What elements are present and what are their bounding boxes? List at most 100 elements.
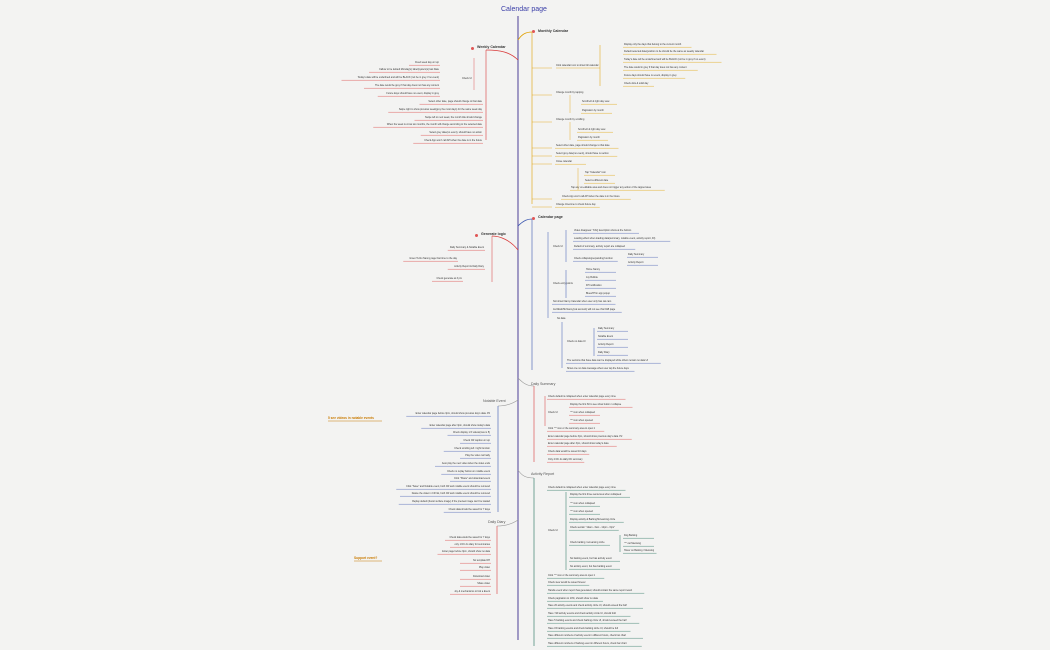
weekly-leaf: The date would be grey if that day doest… xyxy=(374,84,439,87)
activity-leaf: Check view would be saved forever xyxy=(548,581,586,584)
monthly-leaf: Change timezone to check future day xyxy=(556,203,596,206)
weekly-leaf: When the week is cross two months, the m… xyxy=(386,123,482,126)
calendar-check-entry: Check entry points xyxy=(553,282,573,285)
notable-leaf: Click "Save" and Notable event, both CR … xyxy=(406,485,490,488)
calendar-leaf: Show one no data message when user tap t… xyxy=(567,367,629,370)
activity-leaf: "^" icon when collapsed xyxy=(570,502,596,505)
branch-daily-summary[interactable]: Daily Summary xyxy=(531,382,556,386)
monthly-leaf: Tap any un-editable area and does not tr… xyxy=(571,186,651,189)
calendar-leaf: DH notification xyxy=(586,284,602,287)
summary-leaf: Enter calendar page before 3pm, should s… xyxy=(548,435,623,438)
diary-leaf: Check data would be saved for 7 days xyxy=(449,536,490,539)
weekly-check-ui: Check UI xyxy=(462,77,472,80)
calendar-leaf: Activity Report xyxy=(598,343,614,346)
activity-leaf: No activity event, but has barking event xyxy=(570,565,612,568)
activity-leaf: Have 5 barking events and check barking … xyxy=(548,619,627,622)
notable-leaf: Play the video normally xyxy=(465,454,490,457)
diary-leaf: Play video xyxy=(478,566,490,569)
monthly-leaf: Close calendar xyxy=(556,160,572,163)
summary-leaf: "^" icon when collapsed xyxy=(570,411,596,414)
activity-leaf: Have >99 activity events and check activ… xyxy=(548,612,616,615)
weekly-calendar-marker-icon xyxy=(471,47,474,50)
calendar-leaf: Video disappear: "FAQ description show a… xyxy=(574,229,632,232)
calendar-leaf: Notable Event xyxy=(598,335,614,338)
branch-notable-event[interactable]: Notable Event xyxy=(483,399,506,403)
monthly-leaf: Display only the days that belong to the… xyxy=(624,43,682,46)
summary-leaf: Check data would be saved 10 days xyxy=(548,450,587,453)
summary-leaf: "^" icon when opened xyxy=(570,419,593,422)
calendar-leaf: Daily Summary xyxy=(598,327,615,330)
activity-leaf: Check pagination to 10%, should show no … xyxy=(548,597,598,600)
monthly-change-month-scrolling: Change month by scrolling xyxy=(556,118,585,121)
branch-daily-diary[interactable]: Daily Diary xyxy=(488,520,506,524)
generate-leaf: Check generate at 3 pm xyxy=(436,277,462,280)
summary-leaf: Check default is collapsed when enter ca… xyxy=(548,395,616,398)
weekly-leaf: Future days should have no event, displa… xyxy=(386,92,439,95)
calendar-page-marker-icon xyxy=(532,217,535,220)
notable-leaf: Replay default (boost surface image) if … xyxy=(412,500,490,503)
activity-leaf: Have different numbers of activity event… xyxy=(548,634,627,637)
activity-leaf: Have different numbers of barking event … xyxy=(548,642,627,645)
daily-summary-check-ui: Check UI xyxy=(548,411,558,414)
calendar-check-ui: Check UI xyxy=(553,245,563,248)
activity-leaf: Dog Barking xyxy=(624,534,638,537)
monthly-calendar-marker-icon xyxy=(532,30,535,33)
monthly-leaf: The date would in grey if that day does … xyxy=(624,66,687,69)
calendar-leaf: Not show Nanny Calendar when user only h… xyxy=(553,300,612,303)
calendar-leaf: Joy Bubble xyxy=(586,276,598,279)
diary-leaf: only 1 DC do diary for summaries xyxy=(454,543,490,546)
diary-leaf: Enter page before 3pm, should show no da… xyxy=(442,550,490,553)
branch-generate-logic[interactable]: Generate logic xyxy=(481,232,506,236)
activity-leaf: Hover on Barking / Meowing xyxy=(624,549,655,552)
activity-leaf: Display activity & Barking/Screaming cir… xyxy=(570,518,616,521)
weekly-leaf: Today's date will be underlined and will… xyxy=(357,76,439,79)
monthly-leaf: Pagination by month xyxy=(582,109,604,112)
monthly-leaf: Scroll left & right day view xyxy=(578,128,606,131)
weekly-leaf: Select grey date(no event), should have … xyxy=(429,131,482,134)
calendar-leaf: Daily Diary xyxy=(598,351,610,354)
weekly-leaf: Swipe right to show previous week(grey t… xyxy=(398,108,482,111)
generate-leaf: Activity Report & Daily Diary xyxy=(454,265,484,268)
activity-leaf: Check barking / screaming circle xyxy=(570,541,605,544)
activity-leaf: Handle event when report has generated, … xyxy=(548,589,632,592)
branch-monthly-calendar[interactable]: Monthly Calendar xyxy=(538,29,569,33)
weekly-leaf: Fixed week day on top xyxy=(415,61,439,64)
diary-leaf: Share video xyxy=(477,582,490,585)
notable-leaf: Auto play the next video when the video … xyxy=(441,462,490,465)
calendar-leaf: Default of summary, activity report are … xyxy=(574,245,625,248)
activity-leaf: No barking event, but has activity event xyxy=(570,557,612,560)
activity-leaf: Check default is collapsed when enter ca… xyxy=(548,486,616,489)
calendar-leaf: Daily Summary xyxy=(628,253,645,256)
branch-activity-report[interactable]: Activity Report xyxy=(531,472,555,476)
monthly-leaf: Select other date, page should change to… xyxy=(556,144,610,147)
summary-leaf: Enter calendar page after 3pm, should sh… xyxy=(548,442,609,445)
weekly-leaf: Select other date, page should change to… xyxy=(428,100,482,103)
monthly-leaf: Pagination by month xyxy=(578,136,600,139)
weekly-leaf: Check App won't call API when the date i… xyxy=(424,139,482,142)
activity-leaf: Check section "12am - 6am - 12pm - 6pm" xyxy=(570,526,616,529)
activity-leaf: Click "^" icon or the summary area to op… xyxy=(548,574,595,577)
note-see-videos: 5 see videos in notable events xyxy=(328,416,374,420)
notable-leaf: Click "Share" and download event xyxy=(454,477,490,480)
branch-weekly-calendar[interactable]: Weekly Calendar xyxy=(477,45,506,49)
notable-leaf: Check data should be saved for 7 days xyxy=(448,508,490,511)
monthly-click-calendar: Click calendar icon to show full calenda… xyxy=(556,64,599,67)
notable-leaf: Check no replay button on notable event xyxy=(447,470,490,473)
monthly-change-month-tapping: Change month by tapping xyxy=(556,91,584,94)
branch-calendar-page[interactable]: Calendar page xyxy=(538,215,563,219)
monthly-leaf: Select a different date xyxy=(585,179,609,182)
calendar-check-no-data: Check no data UI xyxy=(567,340,586,343)
notable-leaf: Delete the video in CR list, both CR and… xyxy=(411,492,490,495)
generate-logic-marker-icon xyxy=(475,234,478,237)
summary-leaf: Display the first 60 to see show button … xyxy=(570,403,622,406)
monthly-leaf: Check App won't call API when the date i… xyxy=(562,195,620,198)
note-support-event: Support event? xyxy=(354,556,378,560)
monthly-leaf: Tap "Calendar" icon xyxy=(585,171,606,174)
monthly-leaf: Today's date will be underlined and will… xyxy=(624,58,706,61)
activity-leaf: Display the first three sentences when c… xyxy=(570,493,622,496)
generate-leaf: Given Turbo Nanny page that time to the … xyxy=(409,257,457,260)
monthly-leaf: Scroll left & right day view xyxy=(582,100,610,103)
notable-leaf: Check scrolling left / right function xyxy=(454,447,490,450)
diary-leaf: No template DH xyxy=(472,559,490,562)
